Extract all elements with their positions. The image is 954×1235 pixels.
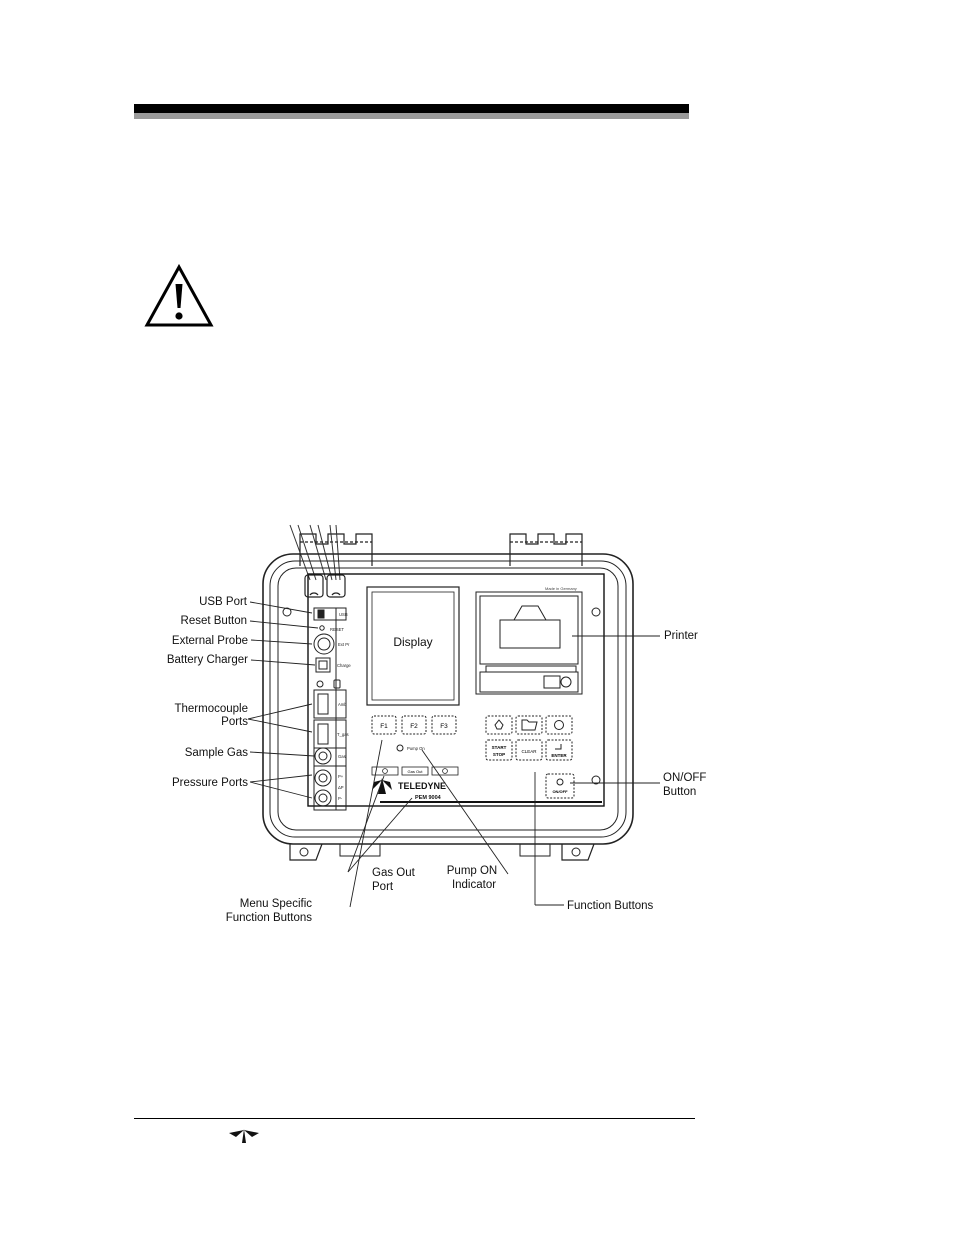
onoff-callout: ON/OFF bbox=[663, 772, 706, 784]
printer-callout: Printer bbox=[664, 630, 698, 642]
gas-out-callout-2: Port bbox=[372, 881, 394, 893]
teledyne-footer-logo-icon bbox=[229, 1129, 259, 1143]
front-panel bbox=[307, 573, 605, 807]
external-probe-callout: External Probe bbox=[172, 635, 248, 647]
device-diagram: USB RESET Ext Pr Charge Amb T_gas Gas P+… bbox=[167, 524, 706, 924]
header-rule bbox=[134, 104, 689, 113]
clear-key[interactable]: CLEAR bbox=[521, 749, 537, 754]
usb-port-callout: USB Port bbox=[199, 596, 248, 608]
enter-key[interactable]: ENTER bbox=[551, 753, 567, 758]
menu-function-keys bbox=[371, 715, 457, 735]
refresh-icon bbox=[554, 720, 564, 730]
onoff-key[interactable]: ON/OFF bbox=[552, 789, 568, 794]
port-tag-charge: Charge bbox=[337, 663, 351, 668]
printer-small-text: Made in Germany bbox=[545, 586, 577, 591]
port-tag-dp: ΔP bbox=[338, 785, 344, 790]
port-tag-amb: Amb bbox=[338, 702, 347, 707]
printer bbox=[475, 591, 583, 695]
power-icon bbox=[556, 778, 564, 786]
port-tag-tgas: T_gas bbox=[337, 732, 349, 737]
f2-key[interactable]: F2 bbox=[410, 723, 418, 730]
port-tag-usb: USB bbox=[339, 612, 348, 617]
probe-cables bbox=[289, 524, 341, 581]
port-tag-ext: Ext Pr bbox=[338, 642, 350, 647]
probe-sockets bbox=[304, 574, 346, 598]
model-name: PEM 9004 bbox=[415, 795, 442, 801]
pump-on-callout-2: Indicator bbox=[452, 879, 496, 891]
onoff-callout-2: Button bbox=[663, 786, 696, 798]
folder-icon bbox=[521, 719, 538, 731]
footer-rule bbox=[134, 1118, 695, 1119]
sample-gas-callout: Sample Gas bbox=[185, 747, 249, 759]
display-screen bbox=[366, 586, 460, 706]
function-buttons-callout: Function Buttons bbox=[567, 900, 654, 912]
pump-on-led bbox=[396, 744, 404, 752]
function-buttons bbox=[485, 715, 575, 799]
start-label[interactable]: START bbox=[492, 745, 507, 750]
warning-icon bbox=[144, 264, 214, 327]
pump-on-text: Pump On bbox=[407, 746, 425, 751]
display-label: Display bbox=[393, 635, 432, 649]
reset-button-callout: Reset Button bbox=[181, 615, 247, 627]
pump-on-callout: Pump ON bbox=[447, 865, 498, 877]
port-column bbox=[313, 607, 347, 811]
f1-key[interactable]: F1 bbox=[380, 723, 388, 730]
enter-icon bbox=[555, 744, 562, 750]
stop-label[interactable]: STOP bbox=[493, 752, 505, 757]
callout-lines bbox=[247, 601, 660, 908]
port-tag-reset: RESET bbox=[330, 627, 344, 632]
menu-specific-callout-2: Function Buttons bbox=[226, 912, 313, 924]
port-tag-p-minus: P- bbox=[338, 796, 343, 801]
brand-name: TELEDYNE bbox=[398, 781, 446, 791]
case-hinges bbox=[299, 533, 583, 566]
gas-out-tag: Gas Out bbox=[408, 769, 424, 774]
menu-specific-callout: Menu Specific bbox=[240, 898, 312, 910]
light-icon bbox=[494, 719, 504, 730]
thermocouple-callout: Thermocouple bbox=[174, 703, 248, 715]
thermocouple-callout-2: Ports bbox=[221, 716, 248, 728]
port-tag-p-plus: P+ bbox=[338, 774, 344, 779]
port-tag-gas: Gas bbox=[338, 754, 346, 759]
header-rule-shadow bbox=[134, 113, 689, 119]
f3-key[interactable]: F3 bbox=[440, 723, 448, 730]
gas-out-callout: Gas Out bbox=[372, 867, 416, 879]
pressure-ports-callout: Pressure Ports bbox=[172, 777, 248, 789]
battery-charger-callout: Battery Charger bbox=[167, 654, 248, 666]
